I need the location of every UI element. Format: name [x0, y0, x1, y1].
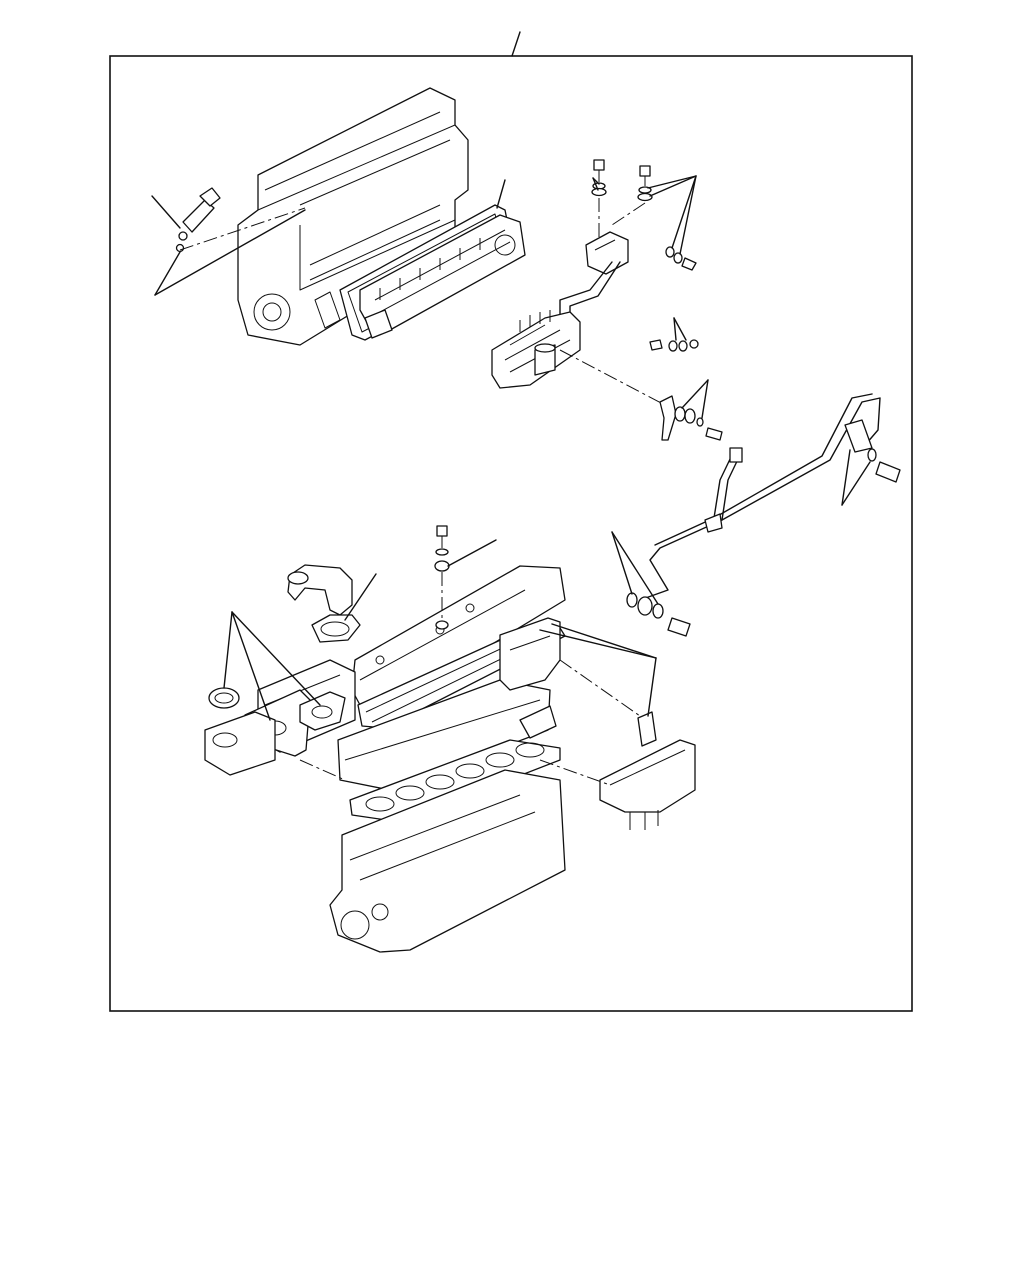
kit-marker-return-pipe: [841, 449, 871, 506]
kit-marker-top-washers-left: [592, 177, 600, 191]
kit-marker-top-washers-right: [647, 175, 697, 255]
bolt-washer-set-top: [591, 159, 697, 271]
oil-pipe-bracket: [559, 231, 629, 346]
banjo-fitting-oil-inlet: [659, 395, 723, 441]
kit-marker-cover-seal: [447, 539, 497, 567]
upper-cylinder-head: [237, 87, 469, 346]
cylinder-head-gasket: [349, 739, 561, 823]
exhaust-manifold: [599, 739, 696, 830]
kit-marker-injector: [151, 195, 306, 296]
water-outlet-elbow: [287, 564, 353, 616]
kit-marker-rocker-gasket: [496, 179, 506, 209]
injector-nozzle: [175, 187, 221, 253]
thermostat-gasket: [311, 614, 361, 643]
oil-return-pipe: [639, 393, 901, 601]
intake-manifold: [204, 711, 276, 776]
kit-marker-manifold-gaskets: [223, 611, 321, 721]
oil-cooler-housing: [491, 310, 581, 389]
kit-marker-banjo: [681, 379, 709, 419]
water-pump-seal-ring: [208, 687, 240, 709]
diagram-frame: [109, 55, 913, 1012]
exhaust-port-gaskets: [499, 617, 657, 747]
pipe-washer-set-bottom: [626, 592, 691, 637]
fuel-injection-pump: [359, 214, 526, 339]
kit-marker-exhaust-gaskets: [539, 623, 657, 717]
exhaust-manifold-gaskets: [244, 689, 346, 757]
rocker-cover-bolt-seal: [434, 525, 450, 620]
kit-marker-pipe-washers: [611, 531, 659, 605]
kit-marker-oil-fitting: [649, 317, 699, 352]
kit-marker-thermostat-gasket: [344, 573, 377, 621]
callout-leader-line: [511, 31, 521, 57]
cylinder-block: [329, 769, 566, 953]
